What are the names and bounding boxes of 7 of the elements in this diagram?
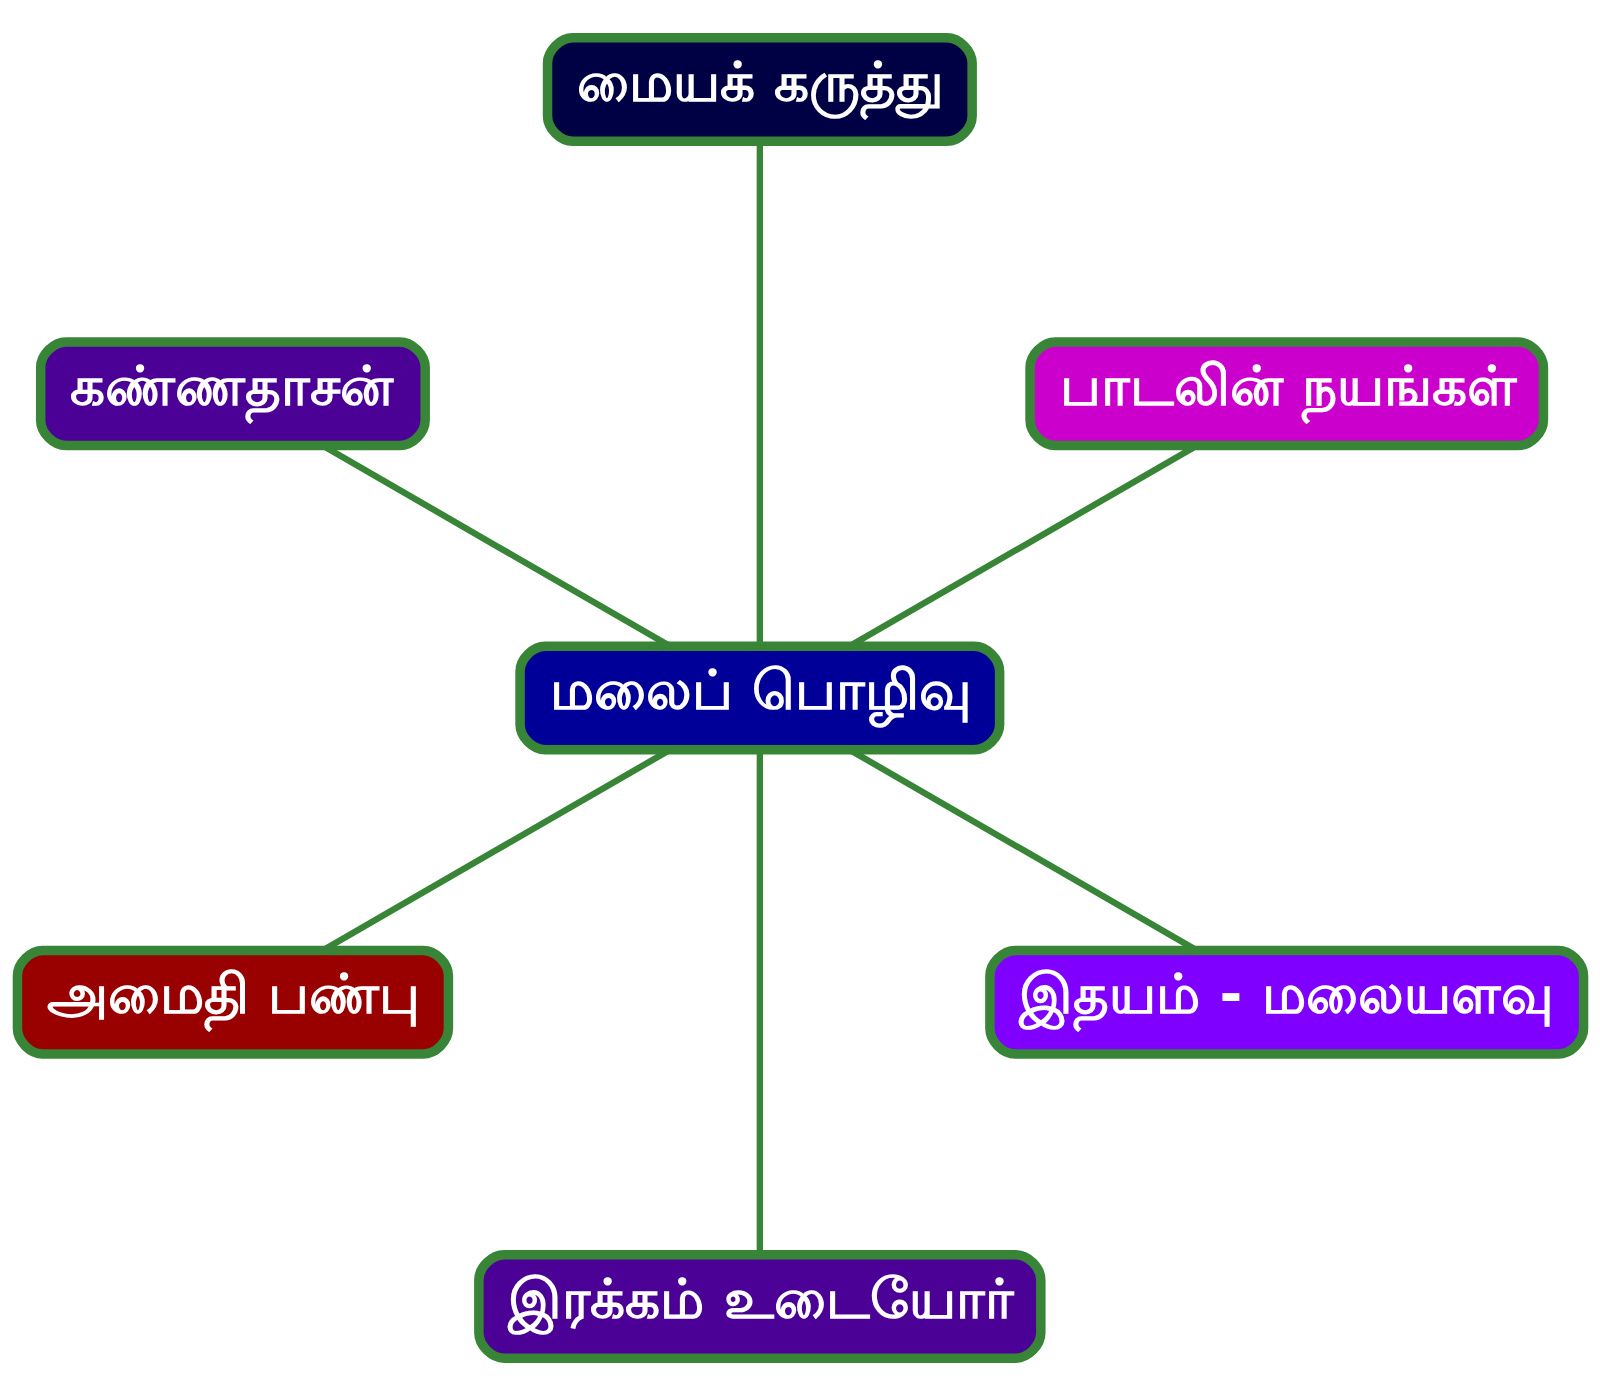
node-box: அமைதி பண்பு [12,945,453,1059]
node-box: இதயம் - மலையளவு [984,945,1588,1059]
node-box: பாடலின் நயங்கள் [1024,336,1548,450]
node-box: இரக்கம் உடையோர் [473,1249,1046,1363]
node-box: மையக் கருத்து [542,32,977,146]
node-box: கண்ணதாசன் [35,336,430,450]
node-box: மலைப் பொழிவு [514,641,1004,754]
